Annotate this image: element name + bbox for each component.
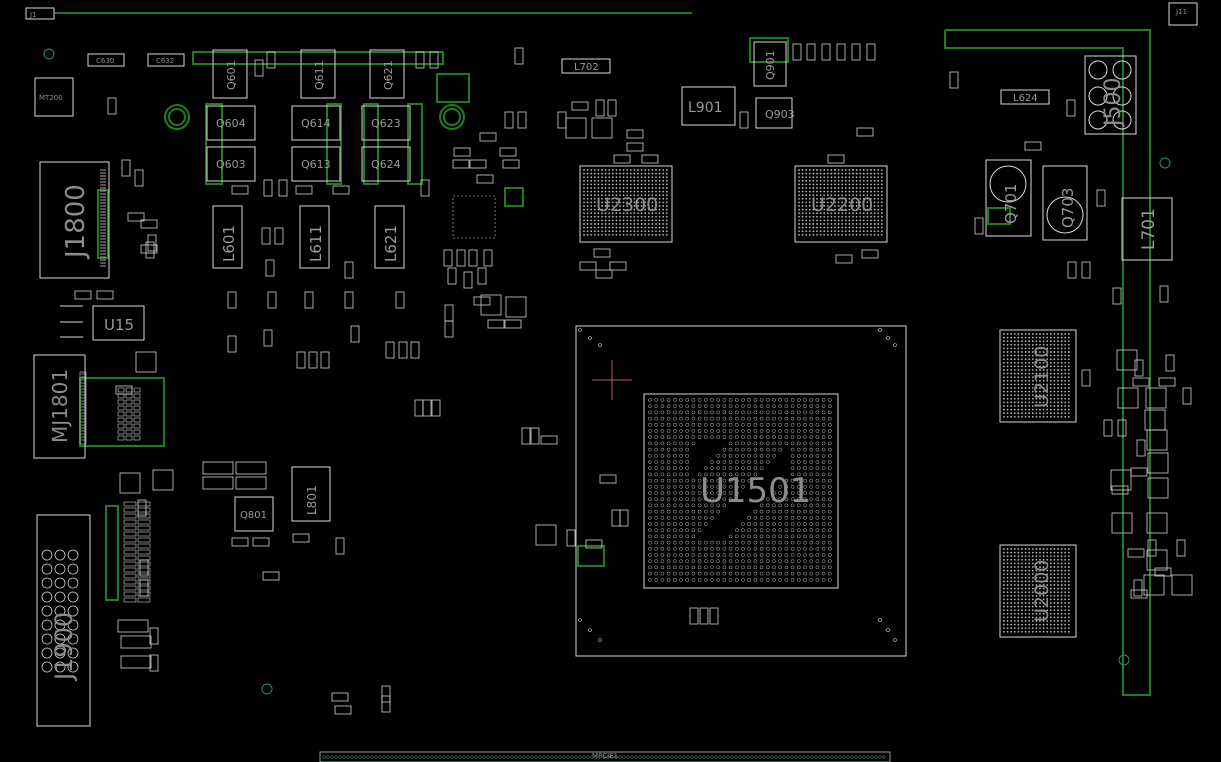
component-l701[interactable]: L701 xyxy=(1121,197,1173,261)
component-j1900[interactable]: J1900 xyxy=(36,514,91,727)
component-j1800[interactable]: J1800 xyxy=(39,161,110,279)
svg-text:J1: J1 xyxy=(29,11,37,19)
svg-text:J1800: J1800 xyxy=(61,184,91,260)
component-mj1801[interactable]: MJ1801 xyxy=(33,354,87,459)
svg-text:J11: J11 xyxy=(1175,8,1187,16)
svg-text:L801: L801 xyxy=(305,485,319,515)
svg-text:L621: L621 xyxy=(382,225,400,262)
component-q621[interactable]: Q621 xyxy=(369,49,405,99)
component-q613[interactable]: Q613 xyxy=(291,146,341,182)
svg-text:Q621: Q621 xyxy=(382,60,395,90)
svg-text:Q801: Q801 xyxy=(240,510,267,521)
svg-text:Q604: Q604 xyxy=(216,117,246,130)
component-u15[interactable]: U15 xyxy=(60,305,145,341)
component-q701[interactable]: Q701 xyxy=(985,159,1032,237)
svg-text:L702: L702 xyxy=(574,62,599,73)
svg-text:C630: C630 xyxy=(96,57,114,65)
svg-text:Q624: Q624 xyxy=(371,158,401,171)
component-j11[interactable]: J11 xyxy=(1168,2,1198,26)
svg-text:U2100: U2100 xyxy=(1031,346,1053,408)
component-q901[interactable]: Q901 xyxy=(753,41,787,87)
component-l601[interactable]: L601 xyxy=(212,205,243,269)
svg-text:Q611: Q611 xyxy=(313,60,326,90)
svg-text:J500: J500 xyxy=(1101,78,1126,128)
component-q601[interactable]: Q601 xyxy=(212,49,248,99)
component-l624[interactable]: L624 xyxy=(1000,89,1050,105)
svg-text:MT200: MT200 xyxy=(39,94,63,102)
component-u2100[interactable]: U2100 xyxy=(999,329,1077,423)
svg-text:L611: L611 xyxy=(307,225,325,262)
svg-text:U2000: U2000 xyxy=(1031,560,1053,622)
svg-text:C632: C632 xyxy=(156,57,174,65)
svg-text:Q623: Q623 xyxy=(371,117,401,130)
component-c630[interactable]: C630 xyxy=(87,53,125,67)
passive-components xyxy=(74,43,1193,715)
component-u2000[interactable]: U2000 xyxy=(999,544,1077,638)
svg-text:MPCIE1: MPCIE1 xyxy=(592,752,618,760)
component-q614[interactable]: Q614 xyxy=(291,105,341,141)
component-mt200[interactable]: MT200 xyxy=(34,77,74,117)
component-l621[interactable]: L621 xyxy=(374,205,405,269)
svg-text:L901: L901 xyxy=(688,100,723,116)
copper-layer xyxy=(55,12,1151,696)
component-l702[interactable]: L702 xyxy=(561,58,611,74)
component-j500[interactable]: J500 xyxy=(1084,55,1137,135)
component-q703[interactable]: Q703 xyxy=(1042,165,1088,241)
via-layer xyxy=(43,48,1171,695)
svg-text:Q703: Q703 xyxy=(1059,188,1077,228)
svg-text:U2300: U2300 xyxy=(596,194,658,216)
component-q624[interactable]: Q624 xyxy=(361,146,411,182)
svg-text:Q701: Q701 xyxy=(1002,184,1020,224)
svg-text:Q603: Q603 xyxy=(216,158,246,171)
svg-text:MJ1801: MJ1801 xyxy=(48,369,72,443)
svg-text:Q614: Q614 xyxy=(301,117,331,130)
component-u2300[interactable]: U2300 xyxy=(579,165,673,243)
mpcie-connector[interactable]: MPCIE1 xyxy=(319,751,891,762)
component-q801[interactable]: Q801 xyxy=(234,496,274,532)
component-u2200[interactable]: U2200 xyxy=(794,165,888,243)
svg-text:U1501: U1501 xyxy=(700,471,811,511)
component-l901[interactable]: L901 xyxy=(681,86,736,126)
mosfet-group: Q601 Q611 Q621 Q604 Q614 Q623 Q603 Q613 xyxy=(206,49,411,182)
component-q903[interactable]: Q903 xyxy=(755,97,795,129)
component-c632[interactable]: C632 xyxy=(147,53,185,67)
placement-cursor xyxy=(592,360,632,400)
svg-text:Q613: Q613 xyxy=(301,158,331,171)
component-q611[interactable]: Q611 xyxy=(300,49,336,99)
svg-text:Q903: Q903 xyxy=(765,108,795,121)
svg-text:U15: U15 xyxy=(104,316,134,334)
svg-text:J1900: J1900 xyxy=(50,612,78,682)
svg-text:L701: L701 xyxy=(1139,208,1159,250)
component-l611[interactable]: L611 xyxy=(299,205,330,269)
svg-text:U2200: U2200 xyxy=(811,194,873,216)
svg-text:L624: L624 xyxy=(1013,93,1038,104)
component-u1501[interactable]: U1501 xyxy=(575,325,907,657)
component-j1[interactable]: J1 xyxy=(25,7,55,20)
component-q604[interactable]: Q604 xyxy=(206,105,256,141)
component-q603[interactable]: Q603 xyxy=(206,146,256,182)
svg-text:Q601: Q601 xyxy=(225,60,238,90)
component-q623[interactable]: Q623 xyxy=(361,105,411,141)
svg-text:Q901: Q901 xyxy=(764,50,777,80)
component-l801[interactable]: L801 xyxy=(291,466,331,522)
svg-text:L601: L601 xyxy=(220,225,238,262)
